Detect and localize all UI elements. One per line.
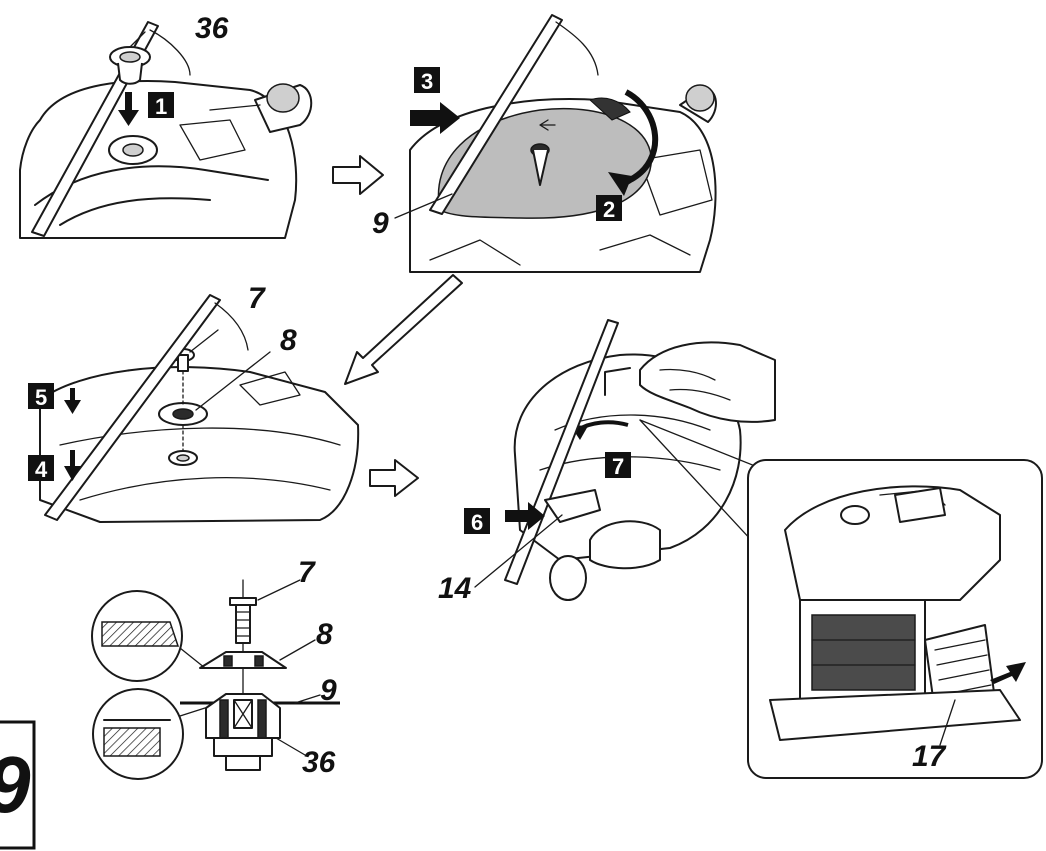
detail-circle-lower bbox=[92, 688, 206, 780]
flow-arrow-diagonal-icon bbox=[344, 274, 463, 385]
flow-arrow-right-icon bbox=[332, 155, 384, 195]
flow-arrow-right-icon bbox=[369, 459, 419, 497]
step-badge-2: 2 bbox=[596, 195, 622, 222]
step-badge-1: 1 bbox=[148, 92, 174, 119]
release-arrow-icon bbox=[990, 662, 1026, 684]
hand-illustration bbox=[604, 341, 776, 423]
part-label-8: 8 bbox=[280, 324, 297, 357]
spindle-lock-lever-14 bbox=[505, 489, 601, 530]
panel-step-2-3 bbox=[394, 14, 717, 273]
down-arrow-icon bbox=[64, 450, 81, 481]
part-label-36: 36 bbox=[195, 12, 229, 45]
step-badge-5: 5 bbox=[28, 383, 54, 410]
down-arrow-icon bbox=[118, 92, 139, 126]
part-label-17: 17 bbox=[912, 740, 947, 773]
svg-text:4: 4 bbox=[35, 457, 48, 482]
step-badge-7: 7 bbox=[605, 452, 631, 479]
push-arrow-icon bbox=[410, 102, 460, 134]
rotate-arrow-icon bbox=[608, 89, 658, 196]
svg-text:6: 6 bbox=[471, 510, 483, 535]
saw-blade-9 bbox=[437, 97, 653, 219]
step-badge-4: 4 bbox=[28, 455, 54, 482]
part-label-9: 9 bbox=[372, 207, 389, 240]
part-label-8-exploded: 8 bbox=[316, 618, 333, 651]
down-arrow-icon bbox=[64, 388, 81, 414]
svg-text:3: 3 bbox=[421, 69, 433, 94]
svg-text:1: 1 bbox=[155, 94, 167, 119]
panel-step-1 bbox=[19, 21, 313, 239]
part-label-14: 14 bbox=[438, 572, 472, 605]
panel-step-4-5 bbox=[39, 294, 360, 523]
svg-text:7: 7 bbox=[612, 454, 624, 479]
svg-text:5: 5 bbox=[35, 385, 47, 410]
part-label-7: 7 bbox=[248, 282, 266, 315]
figure-number: 9 bbox=[0, 740, 31, 829]
part-label-36-exploded: 36 bbox=[302, 746, 336, 779]
inset-battery-detail bbox=[747, 459, 1043, 779]
outer-flange-bolt-36 bbox=[109, 31, 151, 85]
svg-text:2: 2 bbox=[603, 197, 615, 222]
part-label-7-exploded: 7 bbox=[298, 556, 316, 589]
detail-circle-upper bbox=[91, 590, 206, 682]
exploded-view bbox=[91, 579, 340, 780]
step-badge-6: 6 bbox=[464, 508, 490, 535]
part-label-9-exploded: 9 bbox=[320, 674, 337, 707]
figure-number-box: 9 bbox=[0, 720, 36, 850]
step-badge-3: 3 bbox=[414, 67, 440, 94]
